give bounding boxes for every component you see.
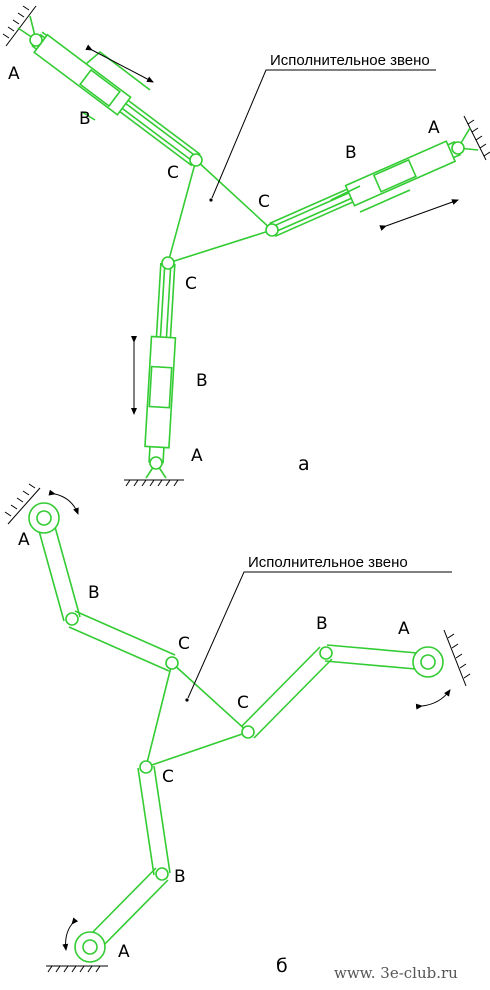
joint-b3 (155, 867, 169, 881)
joint-a3 (149, 456, 163, 470)
cylinder-right (269, 140, 462, 238)
label-b-8: B (174, 867, 186, 887)
bracket-upper-left-2 (81, 111, 96, 121)
motion-arrow-upper-left (85, 44, 154, 83)
hub-a3 (74, 931, 106, 963)
ground-support-right (457, 115, 490, 161)
joint-b1 (65, 612, 79, 626)
hub-a1 (28, 502, 60, 534)
label-a-3: C (167, 163, 179, 183)
bracket-right (330, 185, 361, 201)
label-a-4: C (258, 192, 270, 212)
label-b-1: A (18, 530, 30, 550)
joint-cb1 (165, 656, 179, 670)
ground-support-b-bottom (46, 965, 108, 973)
joint-c1 (189, 153, 203, 167)
label-b-7: C (162, 767, 174, 787)
motion-arrow-right (379, 199, 459, 231)
label-b-5: A (398, 619, 410, 639)
joint-cb3 (139, 760, 153, 774)
joint-c3 (161, 256, 175, 270)
figure-label-a: а (298, 453, 310, 475)
figure-label-b: б (276, 955, 288, 977)
diagram-a: Исполнительное звено A B C C B A C B A а (2, 5, 490, 487)
cylinder-bottom (144, 262, 177, 464)
label-a-9: A (191, 446, 203, 466)
diagram-b: Исполнительное звено A B C B A C C B A б (4, 483, 471, 977)
ground-support-b-right (443, 629, 471, 687)
caption-leader-a (211, 69, 436, 199)
rotation-arrow-a2 (415, 689, 451, 710)
arm-upper-left (35, 515, 176, 672)
label-a-7: C (185, 274, 197, 294)
arm-right (241, 644, 430, 739)
executive-link-triangle-b (144, 661, 250, 769)
label-b-3: C (178, 634, 190, 654)
rotation-arrow-a1 (48, 489, 79, 515)
label-a-2: B (79, 109, 91, 129)
joint-a2 (451, 141, 465, 155)
label-a-8: B (196, 371, 208, 391)
label-b-4: B (316, 614, 328, 634)
watermark: www. 3e-club.ru (334, 964, 458, 982)
label-a-5: B (345, 143, 357, 163)
hub-a2 (412, 646, 444, 678)
label-b-9: A (118, 942, 130, 962)
label-b-6: C (237, 693, 249, 713)
ground-support-b-upper-left (4, 483, 41, 525)
cylinder-upper-left (31, 31, 201, 167)
executive-link-triangle-a (166, 158, 274, 265)
label-a-1: A (8, 64, 20, 84)
joint-b2 (319, 646, 333, 660)
label-b-2: B (88, 583, 100, 603)
label-a-6: A (428, 118, 440, 138)
joint-c2 (265, 223, 279, 237)
caption-b: Исполнительное звено (248, 554, 408, 571)
rotation-arrow-a3 (62, 917, 79, 951)
caption-a: Исполнительное звено (270, 52, 430, 69)
joint-a1 (29, 33, 43, 47)
caption-leader-b (187, 571, 452, 699)
joint-cb2 (241, 725, 255, 739)
arm-bottom (83, 765, 171, 954)
